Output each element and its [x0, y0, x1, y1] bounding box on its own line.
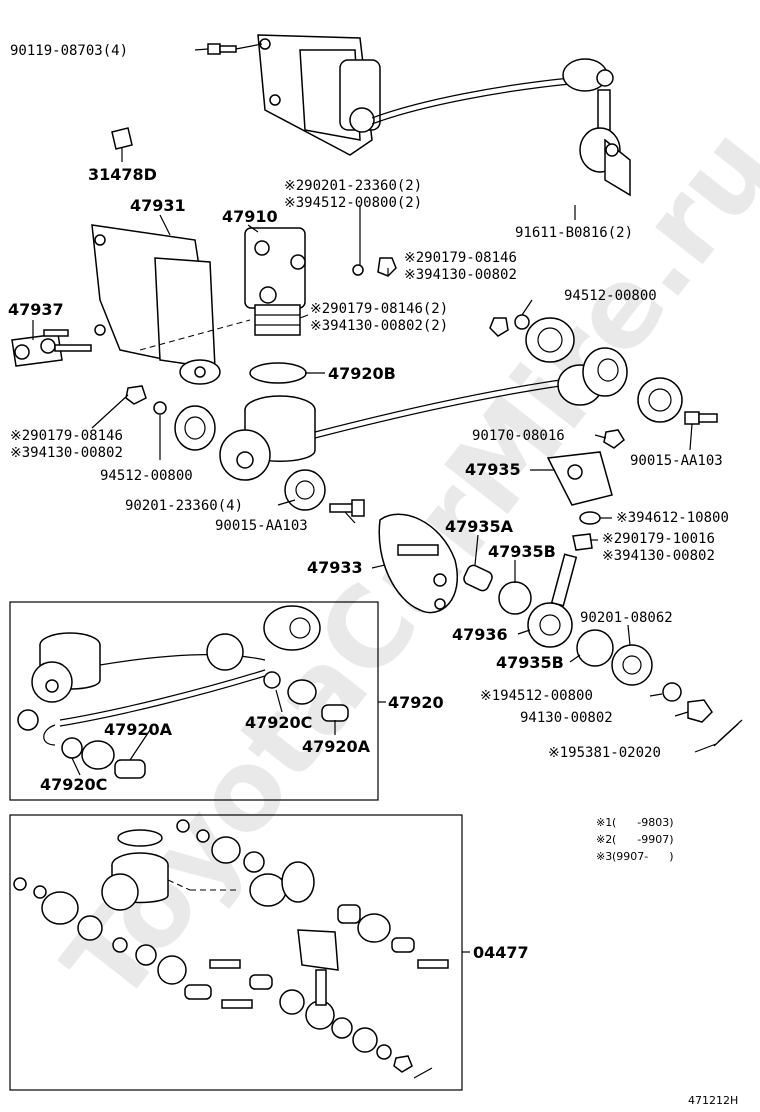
- label-47935B-b: 47935B: [496, 653, 564, 672]
- label-31478D: 31478D: [88, 165, 157, 184]
- label-90179-08146-b: ※290179-08146: [10, 428, 123, 444]
- legend-mark-1: ※1: [596, 816, 612, 829]
- legend-text-1: ( -9803): [612, 816, 674, 829]
- plate-47937: [11, 329, 92, 367]
- label-47935A: 47935A: [445, 517, 514, 536]
- label-90015-AA103-a: 90015-AA103: [630, 453, 723, 469]
- nut-31478D: [111, 127, 133, 162]
- bolt-90119: [207, 43, 263, 55]
- label-91611-B0816: 91611-B0816(2): [515, 225, 633, 241]
- label-94512-00800-a: 94512-00800: [564, 288, 657, 304]
- label-47920A-a: 47920A: [104, 720, 173, 739]
- bolt-90015-b: [329, 499, 365, 517]
- label-47920C-b: 47920C: [40, 775, 107, 794]
- cotter-pin: [713, 719, 743, 747]
- nut-90179-b: [489, 317, 509, 337]
- plate-47933: [378, 513, 458, 614]
- label-90179-10016: ※290179-10016: [602, 531, 715, 547]
- cup-and-rod: [219, 347, 628, 481]
- washer-94512-a: [352, 264, 364, 276]
- label-90015-AA103-b: 90015-AA103: [215, 518, 308, 534]
- label-47937: 47937: [8, 300, 64, 319]
- bracket-47931: [91, 224, 251, 385]
- label-94130-00802-2: ※394130-00802(2): [310, 318, 448, 334]
- bushing-b: [174, 405, 216, 451]
- bushing-a: [525, 317, 575, 363]
- label-04477: 04477: [473, 943, 529, 962]
- label-90179-08146-a: ※290179-08146: [404, 250, 517, 266]
- washer-94612: [579, 511, 601, 525]
- top-assembly-illustration: [257, 34, 631, 197]
- washer-90201-08062: [611, 644, 653, 686]
- nut-90179-a: [377, 257, 397, 277]
- label-47920B: 47920B: [328, 364, 396, 383]
- box-04477-illustration: [13, 819, 449, 1079]
- link-47936: [527, 553, 578, 648]
- label-47935B-a: 47935B: [488, 542, 556, 561]
- label-94130-00802-c: ※394130-00802: [602, 548, 715, 564]
- legend-text-3: (9907- ): [612, 850, 674, 863]
- label-94612-10800: ※394612-10800: [616, 510, 729, 526]
- bushing-c: [637, 377, 683, 423]
- clip-47920B: [249, 362, 307, 384]
- bushing-47935B-a: [498, 581, 532, 615]
- label-94130-00802-b: ※394130-00802: [10, 445, 123, 461]
- label-47910: 47910: [222, 207, 278, 226]
- label-94512-00800-b: 94512-00800: [100, 468, 193, 484]
- sensor-body-47910: [244, 227, 306, 336]
- bolt-90015-a: [684, 411, 718, 425]
- bushing-47935B-b: [576, 629, 614, 667]
- label-47920: 47920: [388, 693, 444, 712]
- washer-94512-c: [153, 401, 167, 415]
- washer-94512-d: [662, 682, 682, 702]
- label-47935: 47935: [465, 460, 521, 479]
- leader-lines: [32, 48, 717, 776]
- bushing-d: [284, 469, 326, 511]
- label-94512-00800-c: ※194512-00800: [480, 688, 593, 704]
- label-47936: 47936: [452, 625, 508, 644]
- label-94130-00802-d: 94130-00802: [520, 710, 613, 726]
- legend-mark-3: ※3: [596, 850, 612, 863]
- label-94512-00800-2: ※394512-00800(2): [284, 195, 422, 211]
- label-90119-08703: 90119-08703(4): [10, 43, 128, 59]
- label-47933: 47933: [307, 558, 363, 577]
- legend: ※1 ( -9803) ※2 ( -9907) ※3 (9907- ): [596, 816, 674, 863]
- label-47920A-b: 47920A: [302, 737, 371, 756]
- label-90179-08146-2: ※290179-08146(2): [310, 301, 448, 317]
- label-47931: 47931: [130, 196, 186, 215]
- label-90201-08062: 90201-08062: [580, 610, 673, 626]
- bracket-47935: [546, 451, 613, 506]
- box-47920: [9, 601, 379, 801]
- nut-94130: [687, 699, 713, 723]
- label-90201-23360-4: 90201-23360(4): [125, 498, 243, 514]
- label-47920C-a: 47920C: [245, 713, 312, 732]
- legend-mark-2: ※2: [596, 833, 612, 846]
- label-94130-00802-a: ※394130-00802: [404, 267, 517, 283]
- washer-94512-b: [514, 314, 530, 330]
- nut-90170: [603, 429, 625, 449]
- label-90201-23360-2: ※290201-23360(2): [284, 178, 422, 194]
- spacer-47935A: [463, 564, 493, 592]
- legend-text-2: ( -9907): [612, 833, 674, 846]
- diagram-id: 471212H: [688, 1094, 738, 1107]
- label-95381-02020: ※195381-02020: [548, 745, 661, 761]
- nut-90179-d: [572, 533, 593, 551]
- label-90170-08016: 90170-08016: [472, 428, 565, 444]
- nut-90179-c: [125, 385, 147, 405]
